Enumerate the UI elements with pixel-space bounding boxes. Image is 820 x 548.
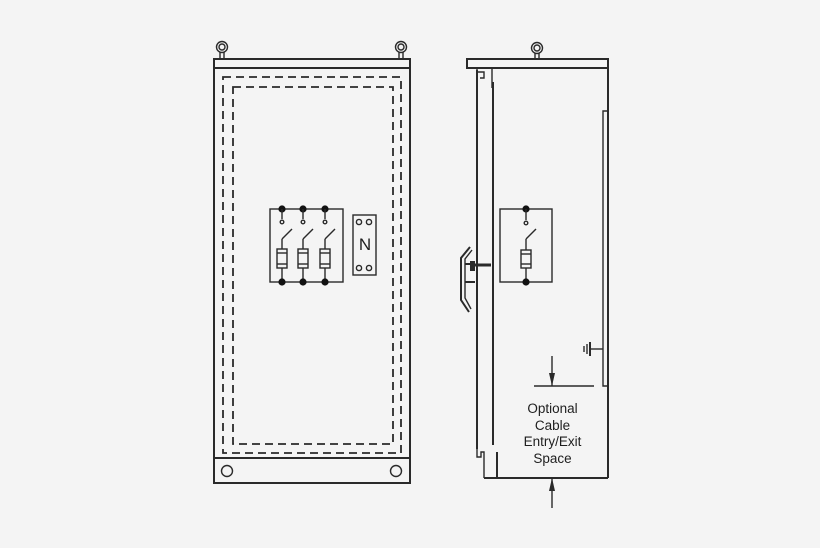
cable-space-label-line-3: Entry/Exit [523, 434, 582, 449]
door-outer-dashed-outline [222, 76, 402, 454]
enclosure-front-outline [213, 58, 411, 484]
single-pole-switch-fuse-icon [499, 205, 553, 286]
cable-space-label-line-2: Cable [534, 417, 571, 433]
door-handle-icon [460, 246, 491, 313]
neutral-link-icon [352, 214, 377, 276]
mounting-plate-side [602, 110, 608, 387]
gland-hole-right-icon [389, 464, 403, 478]
cable-space-label-line-1: Optional [527, 401, 578, 416]
door-inner-dashed-outline [232, 86, 394, 445]
lifting-eye-right-icon [394, 40, 408, 58]
cable-space-label-line-4: Space [533, 450, 572, 466]
cable-space-dimension [534, 356, 594, 508]
top-cap-side [466, 58, 609, 69]
neutral-label: N [358, 235, 372, 254]
front-view [213, 40, 411, 484]
three-pole-switch-fuse-icon [269, 205, 344, 286]
side-view [460, 41, 609, 508]
gland-hole-left-icon [220, 464, 234, 478]
earth-terminal-icon [583, 342, 603, 356]
cable-space-label: Optional Cable Entry/Exit Space [505, 401, 600, 467]
lifting-eye-side-icon [530, 41, 544, 59]
lifting-eye-left-icon [215, 40, 229, 58]
